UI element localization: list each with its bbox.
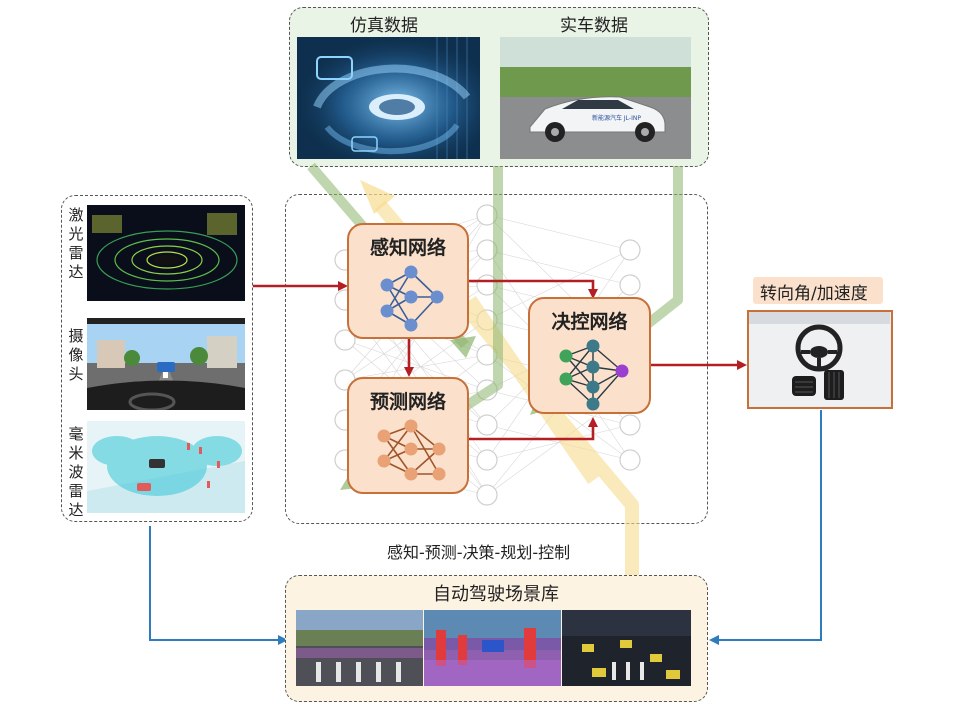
scene-image-1 xyxy=(296,610,423,686)
steering-wheel-icon xyxy=(795,324,843,372)
prediction-network-node: 预测网络 xyxy=(347,377,469,494)
output-label: 转向角/加速度 xyxy=(760,284,868,304)
scene-library-title: 自动驾驶场景库 xyxy=(433,584,559,605)
real-data-label: 实车数据 xyxy=(560,16,628,36)
scene-image-2 xyxy=(424,610,561,686)
prediction-network-title: 预测网络 xyxy=(369,391,446,413)
accelerator-pedal-icon xyxy=(824,370,844,400)
brake-pedal-icon xyxy=(792,376,816,396)
pipeline-caption: 感知-预测-决策-规划-控制 xyxy=(387,543,571,562)
sim-data-label: 仿真数据 xyxy=(350,16,418,36)
radar-image xyxy=(87,421,245,513)
lidar-image xyxy=(87,205,245,301)
perception-network-node: 感知网络 xyxy=(347,223,469,339)
sensor-label-lidar: 激光雷达 xyxy=(68,206,84,281)
simulation-image xyxy=(297,37,480,159)
scene-image-3 xyxy=(562,610,691,686)
output-label-box xyxy=(753,277,883,304)
perception-net-icon xyxy=(380,265,444,332)
real-vehicle-image: 新能源汽车 JL-INP xyxy=(500,37,691,159)
decision-net-icon xyxy=(559,339,629,411)
output-control-image xyxy=(747,310,893,409)
decision-network-node: 决控网络 xyxy=(528,297,651,414)
vehicle-livery-text: 新能源汽车 JL-INP xyxy=(592,114,641,122)
sensor-label-radar: 毫米波雷达 xyxy=(68,425,84,519)
perception-network-title: 感知网络 xyxy=(369,237,446,259)
yellow-arrowhead xyxy=(360,180,395,214)
decision-network-title: 决控网络 xyxy=(551,311,628,333)
prediction-net-icon xyxy=(377,419,446,481)
sensor-label-camera: 摄像头 xyxy=(68,327,84,383)
camera-image xyxy=(87,318,245,410)
